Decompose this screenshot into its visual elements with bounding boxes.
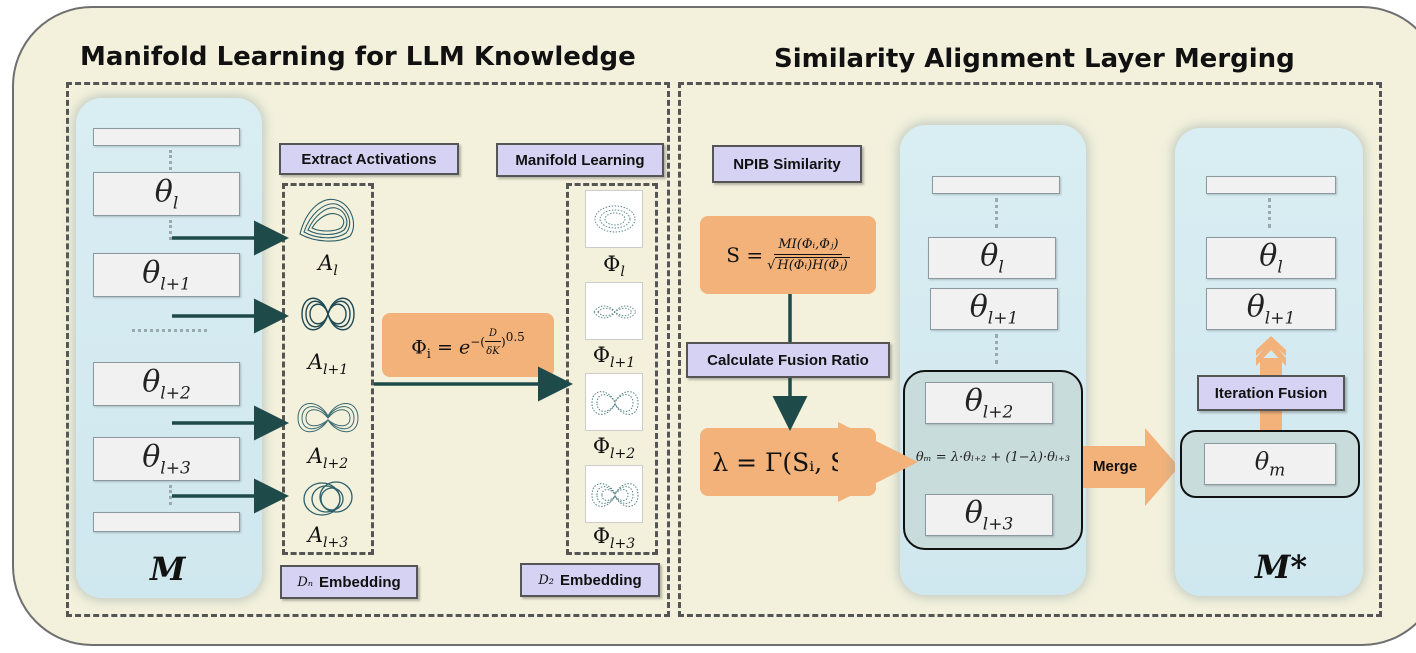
layer-theta-l-plus-1: θl+1 [930, 288, 1058, 330]
activation-label: Al+2 [307, 444, 349, 473]
attractor-plot-icon [297, 403, 359, 433]
embedding-label: Φl+2 [592, 434, 636, 463]
manifold-plot-icon [591, 483, 639, 507]
layer-theta-l-plus-1: θl+1 [93, 253, 240, 297]
manifold-learning-tag: Manifold Learning [496, 143, 664, 177]
layer-theta-l-plus-3: θl+3 [925, 494, 1053, 536]
layer-theta-l: θl [1206, 237, 1336, 279]
attractor-plot-icon [301, 297, 355, 331]
embedding-label: Φl+1 [592, 343, 636, 372]
vertical-ellipsis [169, 220, 172, 240]
npib-similarity-tag: NPIB Similarity [712, 145, 862, 183]
embedding-thumbnail [585, 282, 643, 340]
layer-theta-l-plus-1: θl+1 [1206, 288, 1336, 330]
vertical-ellipsis [995, 334, 998, 364]
layer-theta-l-plus-3: θl+3 [93, 437, 240, 481]
embedding-thumbnail [585, 465, 643, 523]
right-title: Similarity Alignment Layer Merging [774, 44, 1295, 74]
manifold-plot-icon [591, 391, 639, 415]
embedding-thumbnail [585, 373, 643, 431]
horizontal-ellipsis [132, 329, 207, 332]
activation-label: Al+1 [307, 350, 349, 379]
manifold-plot-icon [593, 305, 637, 319]
embedding-label: Φl+3 [592, 524, 636, 553]
layer-theta-l: θl [928, 237, 1056, 279]
merge-formula: θₘ = λ·θₗ₊₂ + (1−λ)·θₗ₊₃ [915, 450, 1071, 465]
merge-arrow-icon [1083, 428, 1179, 506]
activation-label: Al+3 [307, 523, 349, 552]
embedding-thumbnail [585, 190, 643, 248]
layer-theta-l: θl [93, 172, 240, 216]
iteration-fusion-tag: Iteration Fusion [1197, 375, 1345, 411]
bottom-layer-bar [93, 512, 240, 532]
left-section-box [66, 82, 670, 617]
embedding-label: Φl [603, 252, 625, 281]
left-title: Manifold Learning for LLM Knowledge [80, 42, 636, 72]
calculate-fusion-ratio-tag: Calculate Fusion Ratio [686, 342, 890, 378]
layer-theta-l-plus-2: θl+2 [925, 382, 1053, 424]
attractor-plot-icon [299, 198, 354, 242]
manifold-plot-icon [594, 205, 636, 233]
right-section-box [678, 82, 1382, 617]
output-model-label: M* [1255, 548, 1308, 586]
extract-activations-tag: Extract Activations [279, 143, 459, 175]
vertical-ellipsis [995, 198, 998, 228]
activations-box [282, 183, 374, 555]
merge-label: Merge [1093, 458, 1138, 475]
attractor-plot-icon [303, 481, 353, 516]
vertical-ellipsis [169, 150, 172, 170]
layer-theta-l-plus-2: θl+2 [93, 362, 240, 406]
similarity-formula: S = MI(Φᵢ,Φⱼ)√H(Φᵢ)H(Φⱼ) [700, 216, 876, 294]
model-label: M [150, 550, 186, 588]
top-layer-bar [932, 176, 1060, 194]
top-layer-bar [1206, 176, 1336, 194]
activation-label: Al [318, 251, 338, 280]
layer-theta-m: θm [1204, 443, 1336, 485]
top-layer-bar [93, 128, 240, 146]
vertical-ellipsis [1268, 198, 1271, 228]
vertical-ellipsis [169, 485, 172, 505]
